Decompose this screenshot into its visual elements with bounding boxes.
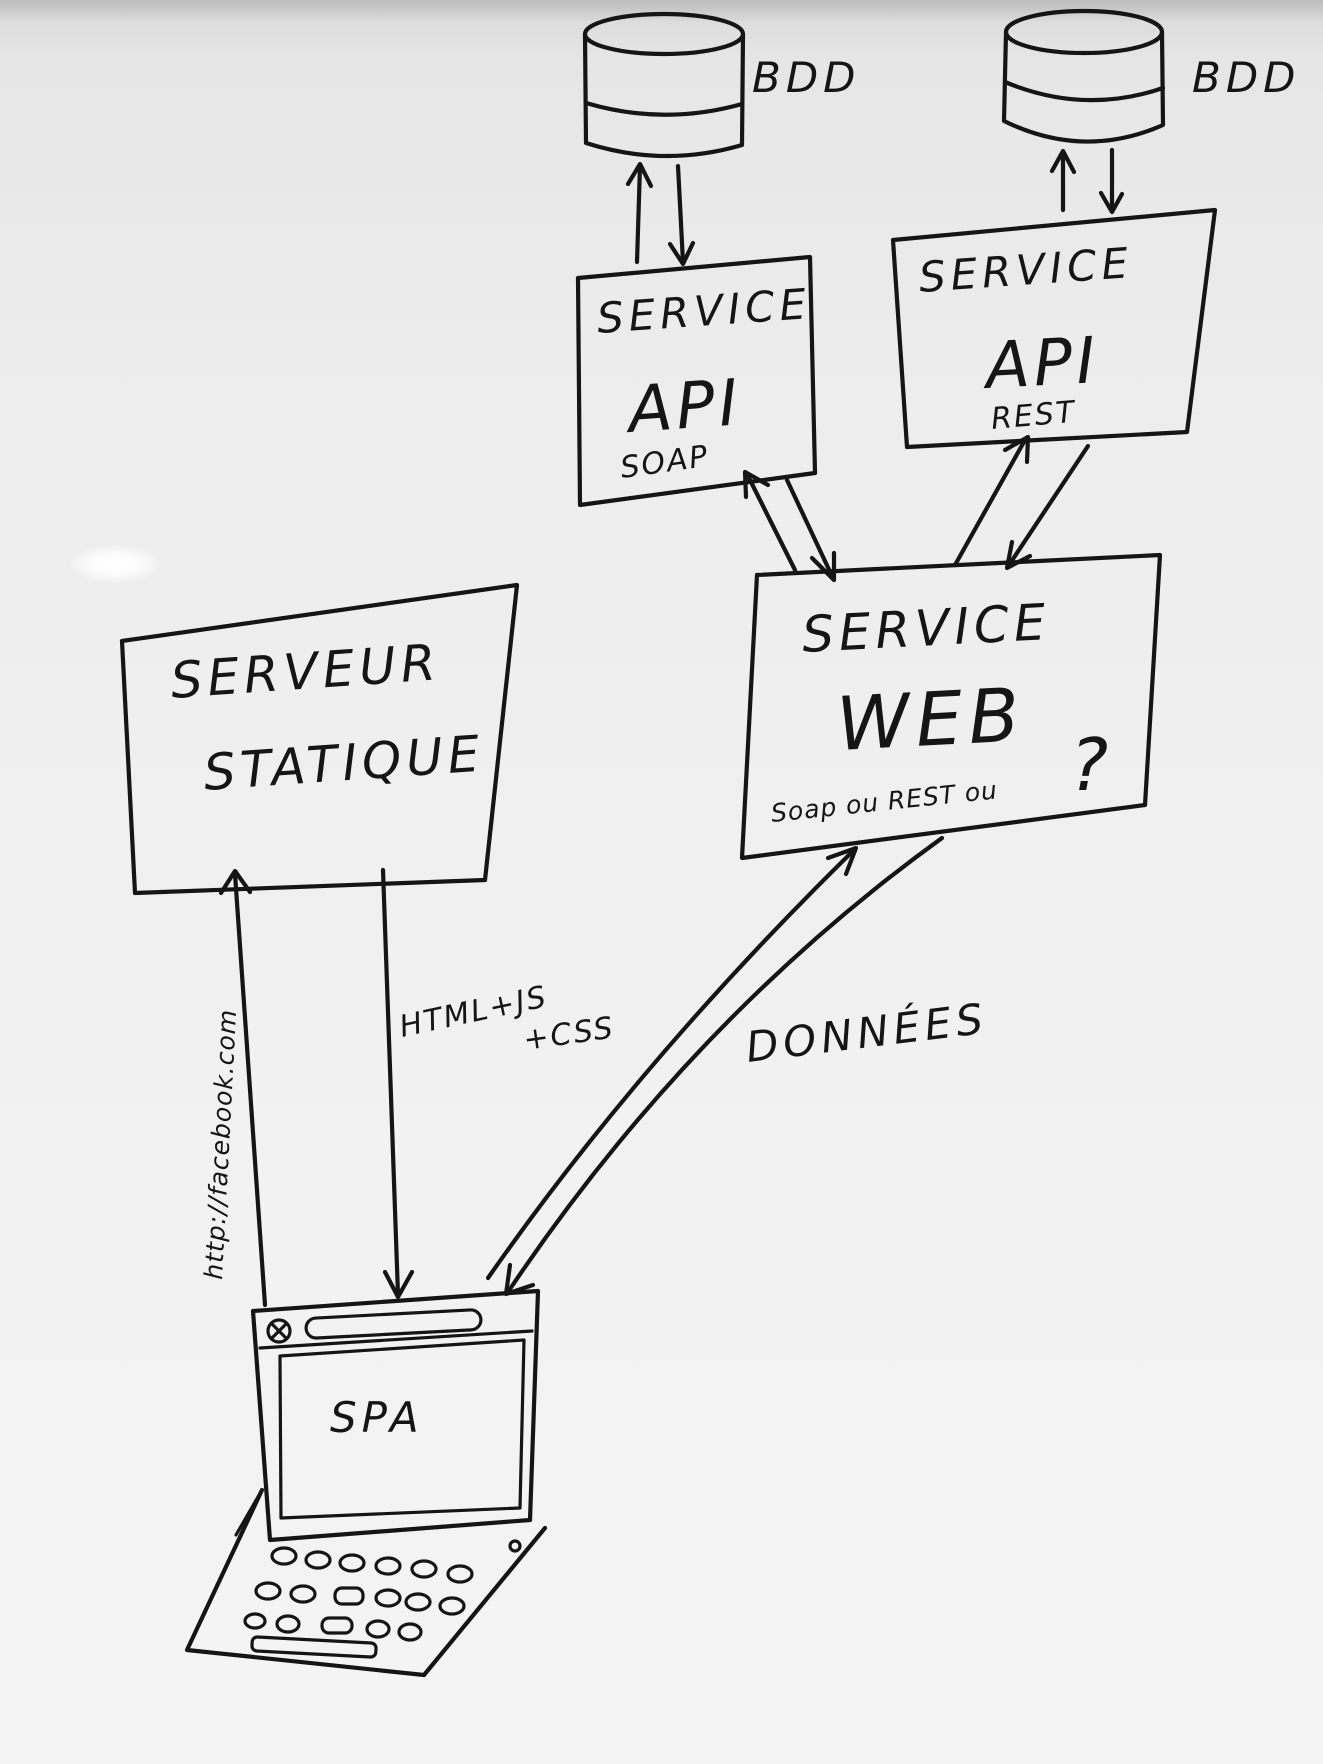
- web-service-subtitle: Soap ou REST ou: [770, 775, 1000, 828]
- web-service-title: SERVICE: [801, 593, 1052, 664]
- static-server-line2: STATIQUE: [202, 725, 486, 802]
- browser-address-bar: [304, 1308, 483, 1340]
- web-service-web: WEB: [834, 672, 1027, 768]
- bdd-left-label: BDD: [752, 53, 861, 102]
- spa-label: SPA: [330, 1393, 424, 1442]
- arrows-rest-web: [952, 434, 1091, 571]
- rest-service-protocol: REST: [990, 395, 1079, 437]
- arrows-laptop-static: [218, 867, 415, 1308]
- arrows-soap-web: [742, 469, 837, 583]
- laptop-keyboard: [243, 1546, 474, 1659]
- database-left: BDD: [582, 11, 861, 159]
- static-server-box: SERVEUR STATIQUE: [119, 582, 520, 896]
- laptop: SPA: [184, 1288, 548, 1678]
- browser-close-icon: [266, 1318, 292, 1344]
- static-server-line1: SERVEUR: [169, 633, 443, 710]
- arrows-bdd-rest: [1049, 147, 1125, 215]
- rest-service-api: API: [980, 324, 1101, 404]
- url-label: http://facebook.com: [199, 1008, 242, 1280]
- database-right: BDD: [1001, 8, 1301, 144]
- whiteboard-frame-edge: [0, 0, 1323, 22]
- arrows-bdd-soap: [625, 161, 696, 267]
- data-label: DONNÉES: [743, 993, 990, 1072]
- css-label: +CSS: [521, 1011, 617, 1058]
- bdd-right-label: BDD: [1192, 53, 1301, 102]
- web-service-box: SERVICE WEB Soap ou REST ou ?: [739, 552, 1163, 861]
- soap-service-title: SERVICE: [595, 279, 812, 343]
- arrows-laptop-web: [485, 835, 945, 1297]
- rest-service-title: SERVICE: [917, 238, 1134, 302]
- rest-service-box: SERVICE API REST: [890, 207, 1218, 450]
- soap-service-box: SERVICE API SOAP: [575, 254, 818, 508]
- web-service-question-mark: ?: [1070, 723, 1108, 807]
- soap-service-api: API: [622, 366, 744, 448]
- light-glare: [70, 545, 160, 583]
